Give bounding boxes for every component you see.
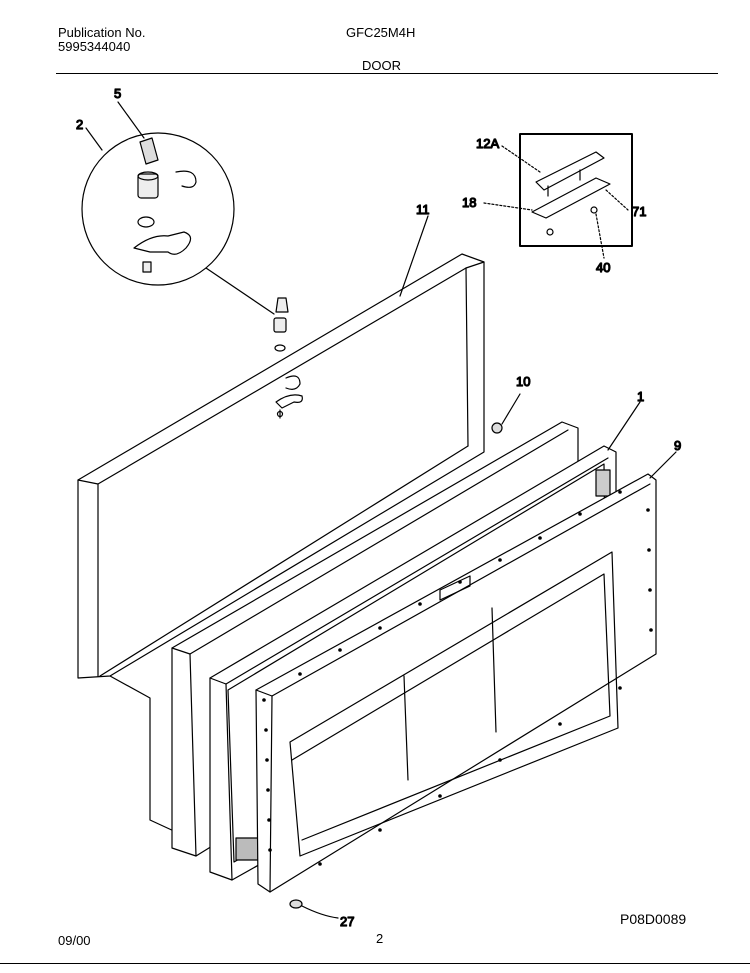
callout-71: 71 bbox=[632, 204, 646, 219]
section-title: DOOR bbox=[362, 58, 401, 73]
model-number: GFC25M4H bbox=[346, 25, 416, 40]
callout-27: 27 bbox=[340, 914, 354, 929]
callout-2: 2 bbox=[76, 117, 83, 132]
header-rule bbox=[56, 73, 718, 74]
callout-12a: 12A bbox=[476, 136, 499, 151]
footer-rule bbox=[0, 963, 750, 964]
outer-door-panel bbox=[77, 253, 485, 833]
footer-date: 09/00 bbox=[58, 933, 91, 948]
callout-5: 5 bbox=[114, 86, 121, 101]
inner-door-liner bbox=[255, 473, 657, 893]
callout-10: 10 bbox=[516, 374, 530, 389]
page-number: 2 bbox=[376, 931, 384, 946]
screw-27 bbox=[289, 899, 339, 919]
drawing-code: P08D0089 bbox=[620, 911, 687, 927]
hinge-assembly-on-door bbox=[273, 297, 303, 419]
handle-detail-inset bbox=[483, 133, 633, 259]
publication-number: 5995344040 bbox=[58, 39, 131, 54]
hinge-detail-circle bbox=[81, 101, 275, 315]
callout-18: 18 bbox=[462, 195, 476, 210]
callout-1: 1 bbox=[637, 389, 644, 404]
callout-40: 40 bbox=[596, 260, 610, 275]
callout-9: 9 bbox=[674, 438, 681, 453]
callout-11: 11 bbox=[416, 202, 430, 217]
callout-leaders bbox=[399, 215, 677, 479]
plug-10 bbox=[491, 393, 521, 434]
publication-label: Publication No. bbox=[58, 25, 146, 40]
